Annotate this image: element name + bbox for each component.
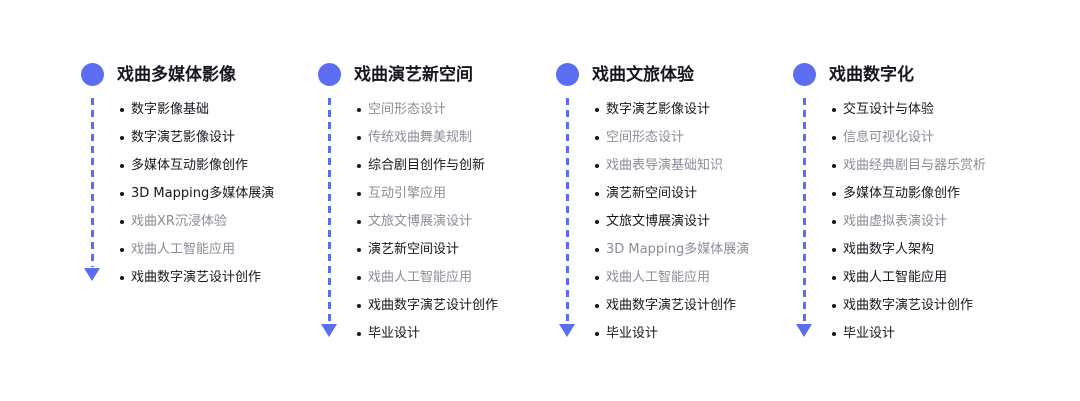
track-3-title: 戏曲文旅体验 (592, 65, 694, 85)
course-item: 空间形态设计 (595, 127, 749, 155)
course-item: 戏曲虚拟表演设计 (832, 211, 986, 239)
course-item: 数字演艺影像设计 (120, 127, 274, 155)
course-item: 毕业设计 (595, 323, 749, 351)
track-4-arrow-down-icon (796, 324, 812, 337)
course-item: 戏曲经典剧目与器乐赏析 (832, 155, 986, 183)
course-item: 戏曲人工智能应用 (595, 267, 749, 295)
course-item: 戏曲人工智能应用 (357, 267, 498, 295)
track-1-arrow-down-icon (84, 268, 100, 281)
course-item: 综合剧目创作与创新 (357, 155, 498, 183)
track-1-dot-icon (81, 63, 104, 86)
course-item: 3D Mapping多媒体展演 (120, 183, 274, 211)
track-4-dot-icon (793, 63, 816, 86)
course-item: 互动引擎应用 (357, 183, 498, 211)
course-item: 戏曲数字人架构 (832, 239, 986, 267)
course-item: 数字演艺影像设计 (595, 99, 749, 127)
track-2-course-list: 空间形态设计传统戏曲舞美规制综合剧目创作与创新互动引擎应用文旅文博展演设计演艺新… (357, 99, 498, 351)
course-item: 交互设计与体验 (832, 99, 986, 127)
course-item: 戏曲数字演艺设计创作 (595, 295, 749, 323)
track-4-dashed-line (803, 98, 806, 323)
course-item: 信息可视化设计 (832, 127, 986, 155)
course-item: 戏曲数字演艺设计创作 (120, 267, 274, 295)
course-item: 多媒体互动影像创作 (832, 183, 986, 211)
course-item: 戏曲数字演艺设计创作 (832, 295, 986, 323)
track-3-dashed-line (566, 98, 569, 323)
course-item: 演艺新空间设计 (595, 183, 749, 211)
course-item: 戏曲数字演艺设计创作 (357, 295, 498, 323)
track-2-title: 戏曲演艺新空间 (354, 65, 473, 85)
track-1-title: 戏曲多媒体影像 (117, 65, 236, 85)
course-item: 毕业设计 (832, 323, 986, 351)
course-item: 传统戏曲舞美规制 (357, 127, 498, 155)
track-4-title: 戏曲数字化 (829, 65, 914, 85)
course-item: 文旅文博展演设计 (357, 211, 498, 239)
track-2-dot-icon (318, 63, 341, 86)
track-2-arrow-down-icon (321, 324, 337, 337)
track-2-dashed-line (328, 98, 331, 323)
course-item: 空间形态设计 (357, 99, 498, 127)
course-item: 戏曲人工智能应用 (120, 239, 274, 267)
course-item: 戏曲人工智能应用 (832, 267, 986, 295)
course-item: 数字影像基础 (120, 99, 274, 127)
track-3-dot-icon (556, 63, 579, 86)
course-item: 演艺新空间设计 (357, 239, 498, 267)
course-item: 戏曲XR沉浸体验 (120, 211, 274, 239)
course-item: 文旅文博展演设计 (595, 211, 749, 239)
course-item: 毕业设计 (357, 323, 498, 351)
course-item: 戏曲表导演基础知识 (595, 155, 749, 183)
course-item: 3D Mapping多媒体展演 (595, 239, 749, 267)
track-4-course-list: 交互设计与体验信息可视化设计戏曲经典剧目与器乐赏析多媒体互动影像创作戏曲虚拟表演… (832, 99, 986, 351)
track-3-arrow-down-icon (559, 324, 575, 337)
course-item: 多媒体互动影像创作 (120, 155, 274, 183)
track-1-dashed-line (91, 98, 94, 267)
